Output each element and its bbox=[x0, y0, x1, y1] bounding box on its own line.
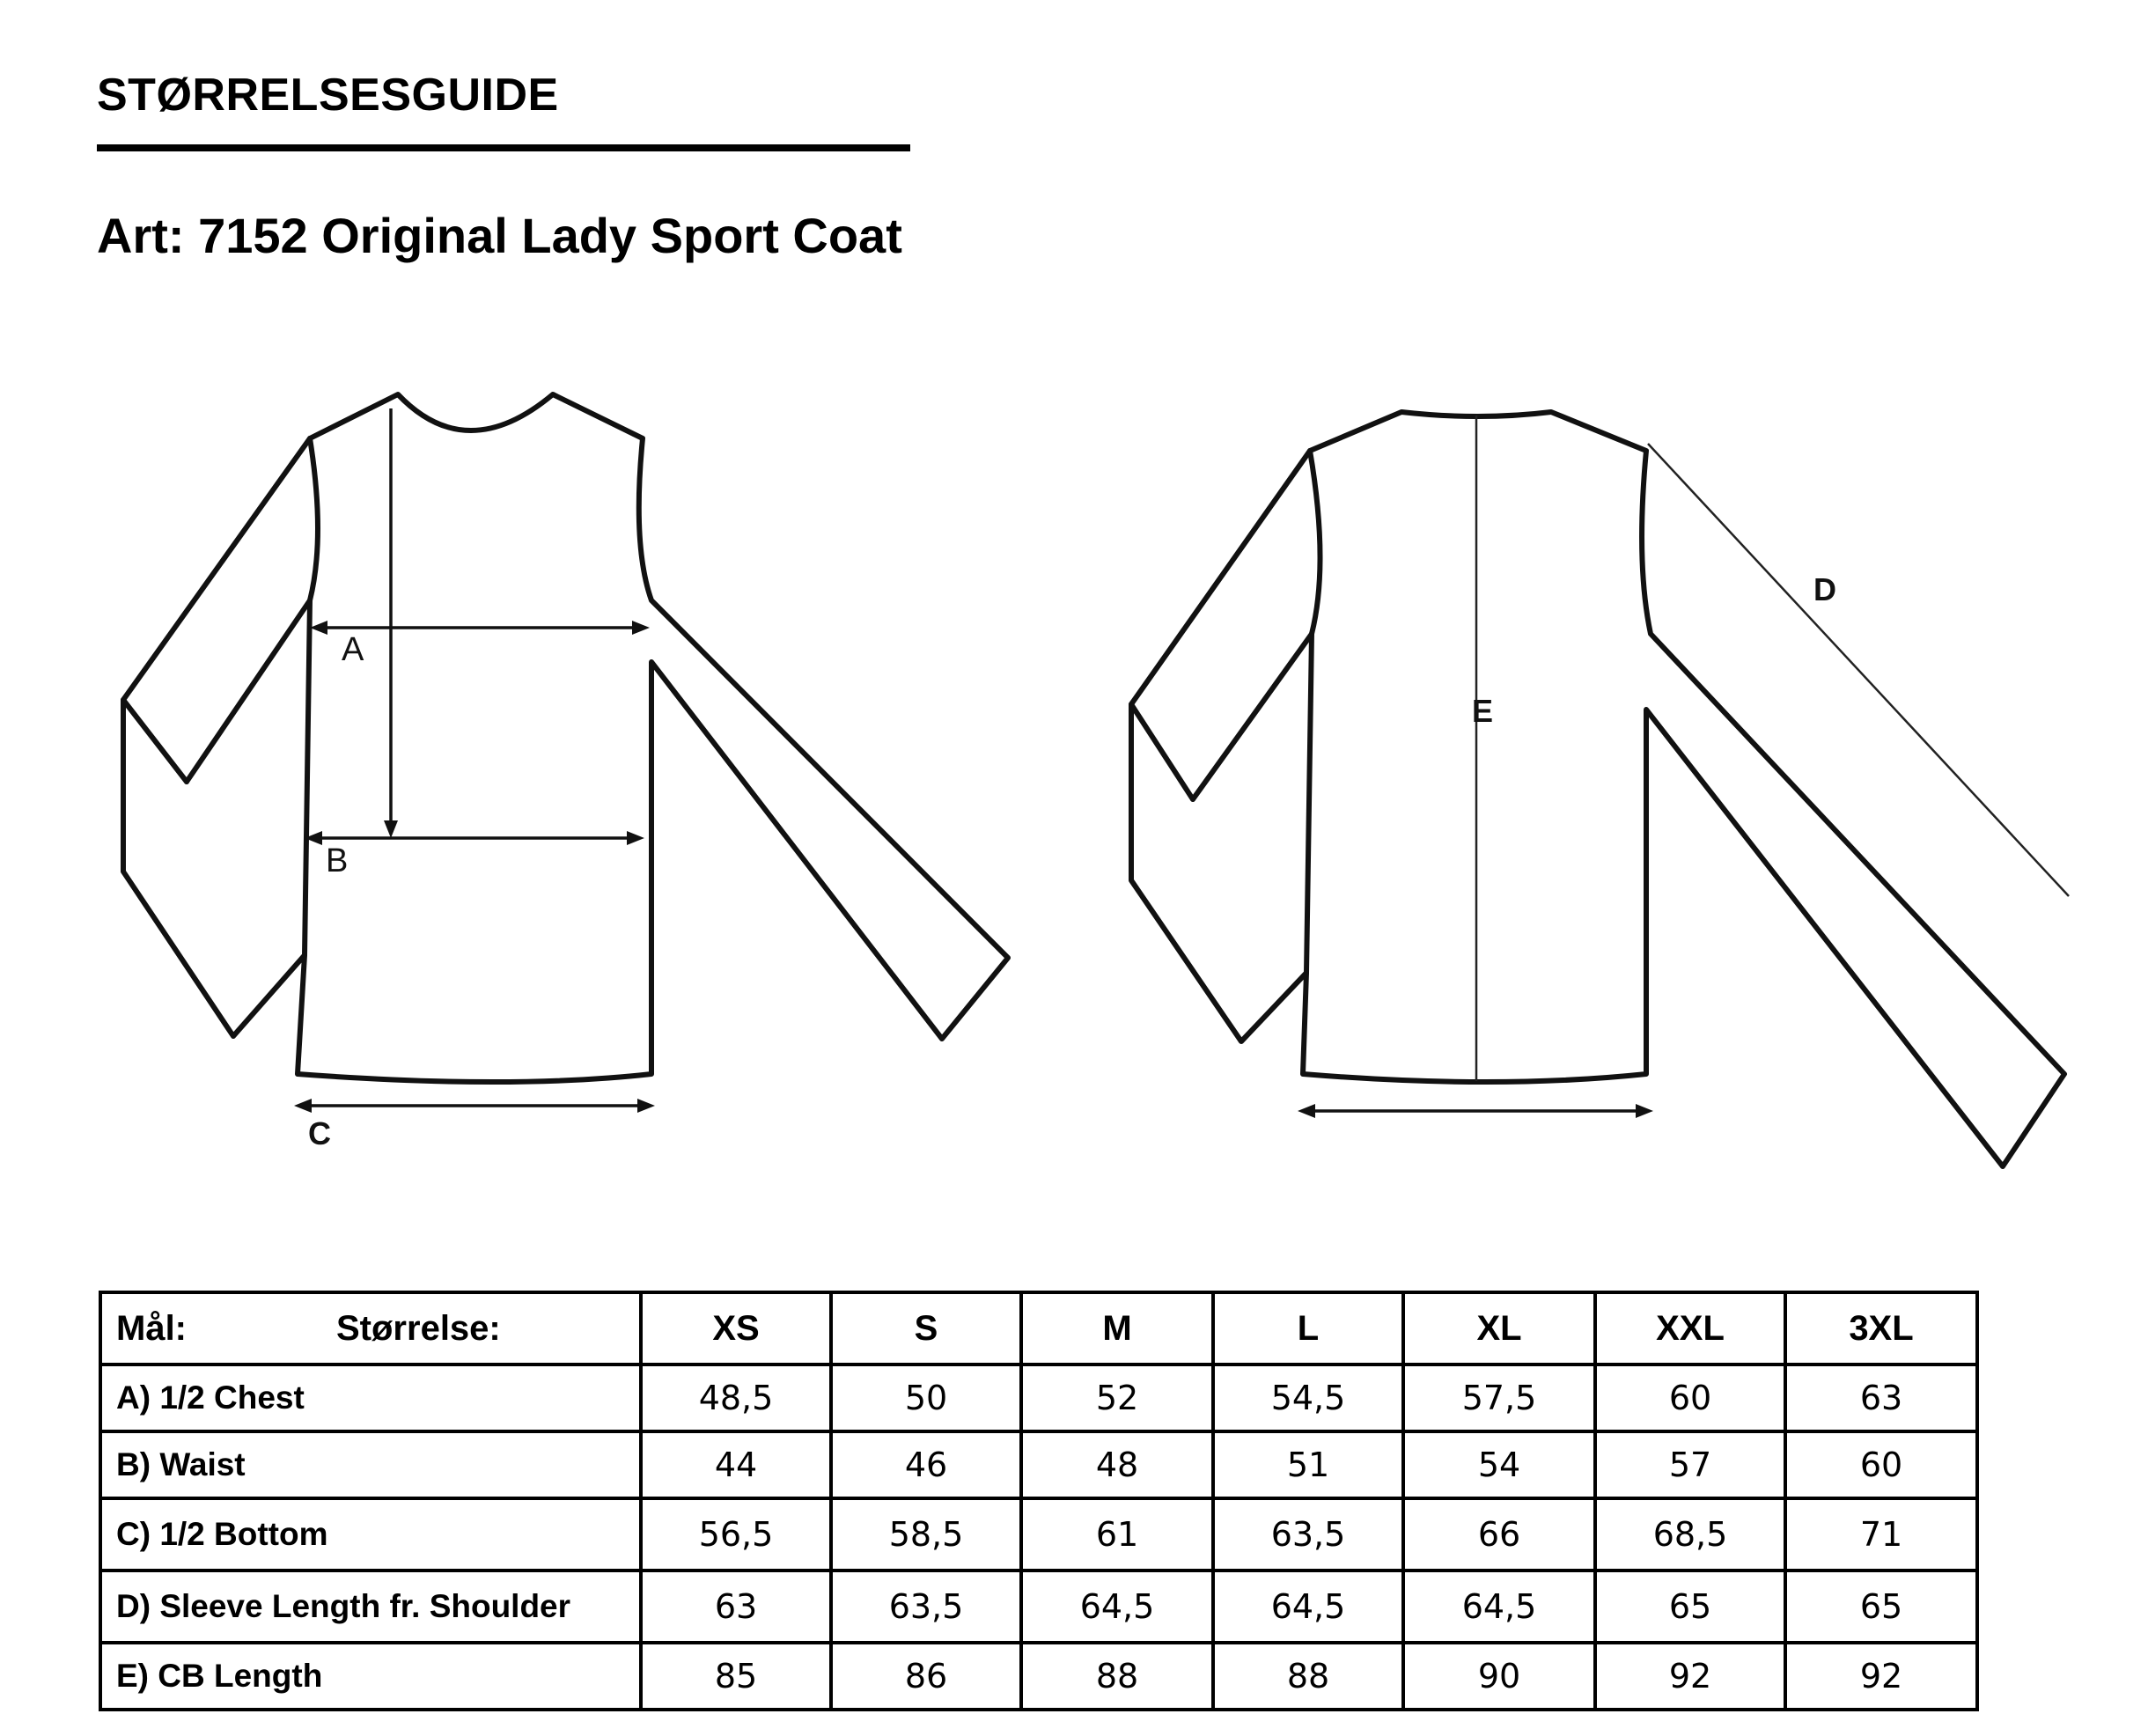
front-garment-outline bbox=[121, 392, 1011, 1085]
table-cell: 48 bbox=[1019, 1430, 1215, 1500]
table-cell: 52 bbox=[1019, 1363, 1215, 1433]
label-b: B bbox=[326, 842, 348, 879]
table-cell: 63,5 bbox=[1211, 1497, 1405, 1572]
table-cell: 57 bbox=[1593, 1430, 1787, 1500]
label-e: E bbox=[1472, 693, 1493, 729]
table-row: A) 1/2 Chest 48,5 50 52 54,5 57,5 60 63 bbox=[99, 1363, 1979, 1433]
table-cell: 66 bbox=[1401, 1497, 1597, 1572]
table-cell: 57,5 bbox=[1401, 1363, 1597, 1433]
table-row: C) 1/2 Bottom 56,5 58,5 61 63,5 66 68,5 … bbox=[99, 1497, 1979, 1572]
measure-d-sleeve: D bbox=[1647, 443, 2070, 897]
size-header: XS bbox=[639, 1291, 833, 1366]
measure-front-vertical bbox=[384, 408, 398, 838]
table-cell: 92 bbox=[1593, 1641, 1787, 1711]
table-cell: 50 bbox=[829, 1363, 1023, 1433]
size-header: L bbox=[1211, 1291, 1405, 1366]
size-header: S bbox=[829, 1291, 1023, 1366]
table-cell: 85 bbox=[639, 1641, 833, 1711]
table-cell: 65 bbox=[1784, 1569, 1979, 1644]
garment-diagram: A B C E D bbox=[121, 392, 2070, 1169]
table-cell: 90 bbox=[1401, 1641, 1597, 1711]
table-cell: 60 bbox=[1784, 1430, 1979, 1500]
table-row: D) Sleeve Length fr. Shoulder 63 63,5 64… bbox=[99, 1569, 1979, 1644]
size-table: Mål: Størrelse: XS S M L XL XXL 3XL A) 1/… bbox=[99, 1291, 1979, 1711]
table-row: E) CB Length 85 86 88 88 90 92 92 bbox=[99, 1641, 1979, 1711]
label-d: D bbox=[1813, 571, 1836, 607]
table-cell: 65 bbox=[1593, 1569, 1787, 1644]
table-cell: 68,5 bbox=[1593, 1497, 1787, 1572]
table-cell: 71 bbox=[1784, 1497, 1979, 1572]
measure-back-bottom bbox=[1298, 1104, 1653, 1118]
row-label: D) Sleeve Length fr. Shoulder bbox=[99, 1569, 643, 1644]
row-label: C) 1/2 Bottom bbox=[99, 1497, 643, 1572]
measure-b-waist: B bbox=[305, 831, 644, 879]
table-cell: 63,5 bbox=[829, 1569, 1023, 1644]
table-cell: 63 bbox=[639, 1569, 833, 1644]
size-header: M bbox=[1019, 1291, 1215, 1366]
row-label: E) CB Length bbox=[99, 1641, 643, 1711]
table-cell: 56,5 bbox=[639, 1497, 833, 1572]
table-row: B) Waist 44 46 48 51 54 57 60 bbox=[99, 1430, 1979, 1500]
table-cell: 60 bbox=[1593, 1363, 1787, 1433]
table-cell: 54 bbox=[1401, 1430, 1597, 1500]
measure-e-cb-length: E bbox=[1472, 416, 1493, 1081]
size-guide-heading: STØRRELSESGUIDE bbox=[97, 70, 559, 121]
label-a: A bbox=[342, 631, 364, 668]
table-cell: 88 bbox=[1211, 1641, 1405, 1711]
heading-underline bbox=[97, 144, 910, 151]
table-cell: 86 bbox=[829, 1641, 1023, 1711]
table-cell: 64,5 bbox=[1211, 1569, 1405, 1644]
table-header-row: Mål: Størrelse: XS S M L XL XXL 3XL bbox=[99, 1291, 1979, 1366]
header-size: Størrelse: bbox=[336, 1308, 501, 1348]
back-garment-outline bbox=[1129, 409, 2067, 1169]
table-cell: 44 bbox=[639, 1430, 833, 1500]
table-cell: 46 bbox=[829, 1430, 1023, 1500]
size-header: XL bbox=[1401, 1291, 1597, 1366]
header-measure: Mål: bbox=[116, 1308, 187, 1348]
table-cell: 64,5 bbox=[1401, 1569, 1597, 1644]
table-cell: 58,5 bbox=[829, 1497, 1023, 1572]
table-cell: 92 bbox=[1784, 1641, 1979, 1711]
header-measure-size: Mål: Størrelse: bbox=[99, 1291, 643, 1366]
table-cell: 88 bbox=[1019, 1641, 1215, 1711]
size-header: 3XL bbox=[1784, 1291, 1979, 1366]
measure-c-bottom: C bbox=[294, 1099, 655, 1151]
table-cell: 54,5 bbox=[1211, 1363, 1405, 1433]
row-label: B) Waist bbox=[99, 1430, 643, 1500]
table-cell: 63 bbox=[1784, 1363, 1979, 1433]
table-cell: 64,5 bbox=[1019, 1569, 1215, 1644]
table-cell: 51 bbox=[1211, 1430, 1405, 1500]
measure-a-chest: A bbox=[310, 621, 650, 668]
row-label: A) 1/2 Chest bbox=[99, 1363, 643, 1433]
table-cell: 48,5 bbox=[639, 1363, 833, 1433]
size-header: XXL bbox=[1593, 1291, 1787, 1366]
article-title: Art: 7152 Original Lady Sport Coat bbox=[97, 208, 902, 263]
label-c: C bbox=[308, 1115, 331, 1151]
table-cell: 61 bbox=[1019, 1497, 1215, 1572]
